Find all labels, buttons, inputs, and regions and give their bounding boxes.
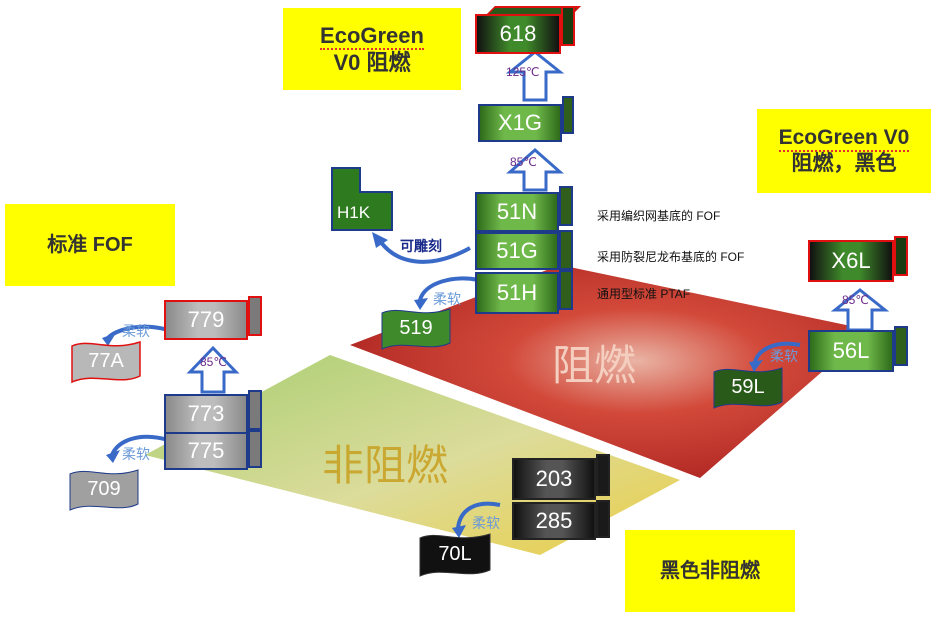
up-arrow-icon	[186, 50, 890, 394]
note-ecogreen-v0: EcoGreen V0 阻燃	[283, 8, 461, 90]
note-text: 黑色非阻燃	[660, 559, 760, 582]
product-709[interactable]: 709	[68, 466, 140, 512]
desc-51n: 采用编织网基底的 FOF	[597, 209, 721, 223]
flag-label: 70L	[438, 542, 472, 565]
box-side	[559, 186, 573, 226]
product-285[interactable]: 285	[512, 500, 610, 540]
product-519[interactable]: 519	[380, 305, 452, 351]
temp-label-125: 125℃	[506, 65, 540, 79]
product-70l[interactable]: 70L	[418, 530, 492, 578]
product-51g[interactable]: 51G	[475, 230, 573, 270]
box-label: 51G	[475, 232, 559, 270]
flag-shape	[69, 469, 139, 511]
note-black-non-fr: 黑色非阻燃	[625, 530, 795, 612]
flag-shape	[71, 340, 141, 384]
product-77a[interactable]: 77A	[70, 338, 142, 384]
flag-label: 77A	[88, 349, 124, 372]
note-line2: V0 阻燃	[333, 50, 411, 75]
soft-label-519: 柔软	[433, 291, 461, 307]
note-line1: EcoGreen V0	[778, 126, 910, 152]
box-side	[559, 230, 573, 270]
box-side	[248, 390, 262, 430]
box-side	[894, 236, 908, 276]
product-773[interactable]: 773	[164, 390, 262, 434]
product-203[interactable]: 203	[512, 454, 610, 500]
flame-retardant-plane	[350, 265, 870, 478]
product-51n[interactable]: 51N	[475, 186, 573, 232]
box-label: 773	[164, 394, 248, 434]
soft-label-70l: 柔软	[472, 515, 500, 531]
desc-51h: 通用型标准 PTAF	[597, 287, 691, 301]
flag-label: 59L	[731, 375, 765, 398]
note-line1: EcoGreen	[320, 23, 424, 50]
zone-label-non-flame-retardant: 非阻燃	[322, 442, 449, 489]
soft-label-709: 柔软	[122, 446, 150, 462]
box-side	[559, 270, 573, 310]
box-side	[894, 326, 908, 366]
zone-label-flame-retardant: 阻燃	[552, 342, 637, 389]
box-label: 203	[512, 458, 596, 500]
note-text: 标准 FOF	[47, 233, 133, 256]
product-618[interactable]: 618	[475, 6, 581, 54]
product-59l[interactable]: 59L	[712, 364, 784, 410]
box-side	[596, 454, 610, 496]
temp-label-85-right: 85℃	[842, 293, 869, 307]
arrow-head-icon	[102, 232, 763, 538]
soft-label-59l: 柔软	[770, 348, 798, 364]
box-label: X6L	[808, 240, 894, 282]
box-label: 51N	[475, 192, 559, 232]
soft-label-77a: 柔软	[122, 323, 150, 339]
note-standard-fof: 标准 FOF	[5, 204, 175, 286]
box-label: 775	[164, 432, 248, 470]
box-side	[596, 500, 610, 538]
box-side	[562, 96, 574, 134]
flag-label: 519	[399, 316, 433, 339]
box-label: 56L	[808, 330, 894, 372]
product-56l[interactable]: 56L	[808, 326, 908, 372]
product-x1g[interactable]: X1G	[478, 96, 574, 142]
note-ecogreen-v0-black: EcoGreen V0 阻燃，黑色	[757, 109, 931, 193]
flag-label: 709	[87, 477, 121, 500]
product-51h[interactable]: 51H	[475, 270, 573, 314]
flag-shape	[713, 367, 783, 409]
box-side	[248, 296, 262, 336]
note-line2: 阻燃，黑色	[791, 152, 897, 175]
flag-shape	[381, 308, 451, 350]
box-label: X1G	[478, 104, 562, 142]
box-side	[561, 6, 575, 46]
product-h1k-label[interactable]: H1K	[337, 203, 371, 222]
flag-shape	[419, 533, 491, 577]
h1k-shape	[331, 167, 393, 231]
engravable-label: 可雕刻	[400, 238, 442, 254]
temp-label-85-top: 85℃	[510, 155, 537, 169]
box-label: 618	[475, 14, 561, 54]
product-x6l[interactable]: X6L	[808, 236, 908, 282]
box-label: 779	[164, 300, 248, 340]
box-label: 51H	[475, 272, 559, 314]
temp-label-85-left: 85℃	[200, 355, 227, 369]
box-side	[248, 430, 262, 468]
desc-51g: 采用防裂尼龙布基底的 FOF	[597, 250, 745, 264]
product-779[interactable]: 779	[164, 296, 262, 340]
box-label: 285	[512, 502, 596, 540]
product-775[interactable]: 775	[164, 430, 262, 470]
